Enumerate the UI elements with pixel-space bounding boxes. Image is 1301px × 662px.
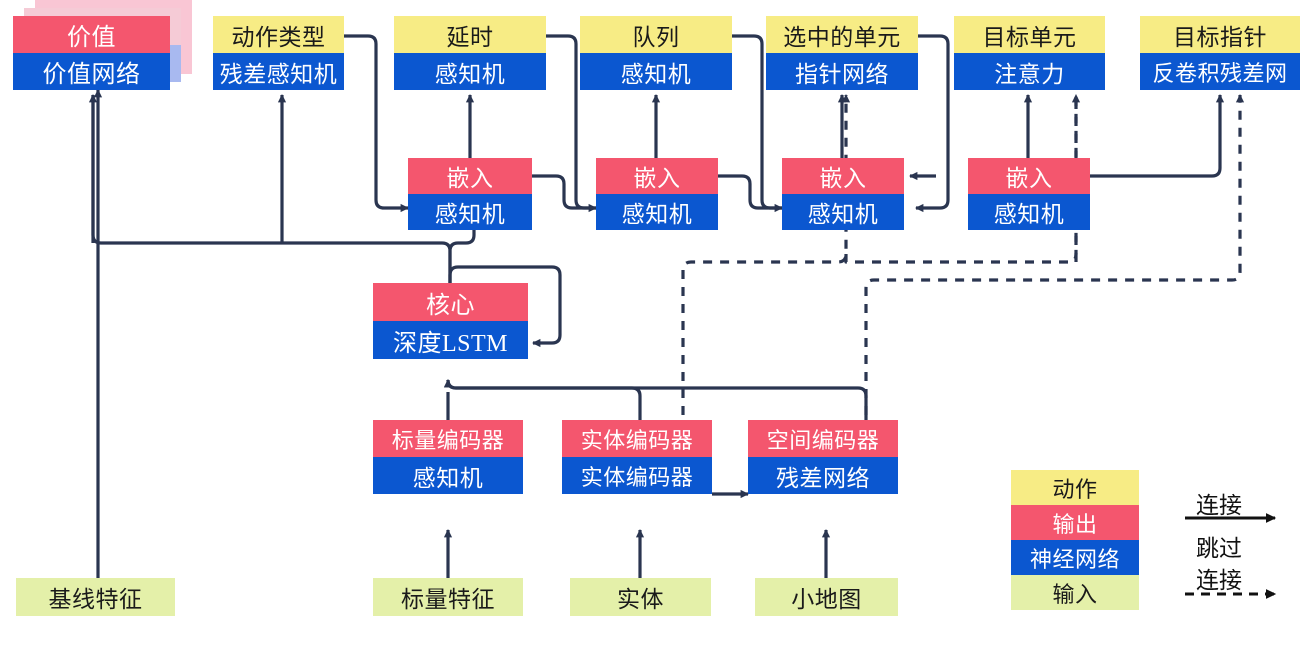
input-baseline-features[interactable]: 基线特征 [16, 578, 175, 616]
node-value[interactable]: 价值 价值网络 [13, 0, 192, 90]
embed-3-network-label: 感知机 [782, 194, 904, 230]
action-type-network-label: 残差感知机 [213, 53, 344, 90]
delay-action-label: 延时 [394, 16, 546, 53]
entity-encoder-output-label: 实体编码器 [562, 420, 712, 457]
legend-skip-label-line2: 连接 [1196, 568, 1242, 593]
node-embed-1[interactable]: 嵌入 感知机 [408, 158, 532, 230]
action-type-action-label: 动作类型 [213, 16, 344, 53]
node-scalar-encoder[interactable]: 标量编码器 感知机 [373, 420, 523, 494]
target-unit-network-label: 注意力 [954, 53, 1105, 90]
node-embed-2[interactable]: 嵌入 感知机 [596, 158, 718, 230]
input-scalar-features[interactable]: 标量特征 [373, 578, 523, 616]
wire-embed4-to-targetpoint [1090, 94, 1225, 178]
spatial-encoder-output-label: 空间编码器 [748, 420, 898, 457]
wire-core-to-value-bus [91, 95, 452, 283]
skip-spatial-to-targetpoint [864, 94, 1245, 466]
legend-skip-label-line1: 跳过 [1196, 536, 1242, 561]
node-core[interactable]: 核心 深度LSTM [373, 283, 528, 359]
target-point-network-label: 反卷积残差网 [1140, 53, 1300, 90]
node-target-point[interactable]: 目标指针 反卷积残差网 [1140, 16, 1300, 90]
node-entity-encoder[interactable]: 实体编码器 实体编码器 [562, 420, 712, 494]
legend-swatches: 动作 输出 神经网络 输入 [1011, 470, 1139, 610]
wire-selected-to-embed4 [915, 34, 950, 213]
entity-encoder-network-label: 实体编码器 [562, 457, 712, 494]
embed-3-output-label: 嵌入 [782, 158, 904, 194]
wire-core-to-embed1 [448, 221, 479, 283]
input-entities[interactable]: 实体 [570, 578, 711, 616]
legend-network-label: 神经网络 [1011, 540, 1139, 575]
legend-action-label: 动作 [1011, 470, 1139, 505]
node-action-type[interactable]: 动作类型 残差感知机 [213, 16, 344, 90]
spatial-encoder-network-label: 残差网络 [748, 457, 898, 494]
embed-4-network-label: 感知机 [968, 194, 1090, 230]
node-delay[interactable]: 延时 感知机 [394, 16, 546, 90]
delay-network-label: 感知机 [394, 53, 546, 90]
queue-action-label: 队列 [580, 16, 732, 53]
node-spatial-encoder[interactable]: 空间编码器 残差网络 [748, 420, 898, 494]
embed-2-network-label: 感知机 [596, 194, 718, 230]
value-output-label: 价值 [13, 16, 170, 53]
scalar-encoder-output-label: 标量编码器 [373, 420, 523, 457]
core-network-label: 深度LSTM [373, 321, 528, 359]
node-queue[interactable]: 队列 感知机 [580, 16, 732, 90]
input-minimap[interactable]: 小地图 [755, 578, 898, 616]
node-embed-3[interactable]: 嵌入 感知机 [782, 158, 904, 230]
core-output-label: 核心 [373, 283, 528, 321]
node-selected-units[interactable]: 选中的单元 指针网络 [766, 16, 918, 90]
wire-embed2-to-embed3 [718, 174, 783, 213]
legend-connection-label: 连接 [1196, 493, 1242, 518]
skip-entity-to-selected [681, 94, 851, 466]
wire-embed1-to-embed2 [532, 174, 597, 213]
embed-1-output-label: 嵌入 [408, 158, 532, 194]
target-unit-action-label: 目标单元 [954, 16, 1105, 53]
selected-units-network-label: 指针网络 [766, 53, 918, 90]
embed-2-output-label: 嵌入 [596, 158, 718, 194]
legend-input-label: 输入 [1011, 575, 1139, 610]
legend-output-label: 输出 [1011, 505, 1139, 540]
node-target-unit[interactable]: 目标单元 注意力 [954, 16, 1105, 90]
embed-4-output-label: 嵌入 [968, 158, 1090, 194]
value-network-label: 价值网络 [13, 53, 170, 90]
selected-units-action-label: 选中的单元 [766, 16, 918, 53]
queue-network-label: 感知机 [580, 53, 732, 90]
scalar-encoder-network-label: 感知机 [373, 457, 523, 494]
node-embed-4[interactable]: 嵌入 感知机 [968, 158, 1090, 230]
target-point-action-label: 目标指针 [1140, 16, 1300, 53]
embed-1-network-label: 感知机 [408, 194, 532, 230]
